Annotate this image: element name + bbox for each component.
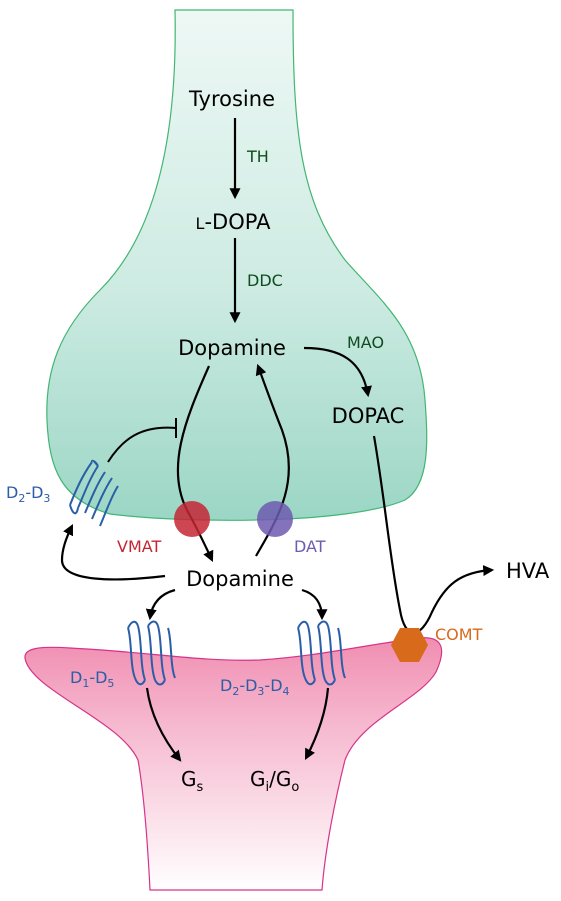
dat-transporter <box>257 501 293 537</box>
inhibition-autoreceptor <box>107 426 177 463</box>
label-autoreceptor-d2-d3: D2-D3 <box>6 483 50 505</box>
postsynaptic-terminal <box>24 637 443 891</box>
label-ddc: DDC <box>247 271 283 290</box>
label-l-dopa: L-DOPA <box>196 210 272 234</box>
label-comt: COMT <box>435 625 483 644</box>
arrow-to-gs <box>145 687 182 762</box>
label-d2-d3-d4: D2-D3-D4 <box>220 676 290 698</box>
arrow-dopac-to-hva <box>372 435 495 634</box>
arrow-dopamine-to-dopac <box>303 346 372 398</box>
receptor-d1-d5-coil <box>127 620 176 686</box>
label-dopamine-cleft: Dopamine <box>186 567 294 591</box>
label-vmat: VMAT <box>117 537 161 556</box>
arrow-to-d1d5 <box>145 588 176 621</box>
label-d1-d5: D1-D5 <box>70 668 114 690</box>
label-dat: DAT <box>294 537 326 556</box>
arrow-to-d2d3d4 <box>301 588 328 621</box>
label-mao: MAO <box>347 333 384 352</box>
arrow-to-autoreceptor <box>60 524 166 581</box>
label-gi-go: Gi/Go <box>250 767 299 795</box>
label-hva: HVA <box>506 559 550 583</box>
arrow-vmat-release <box>176 365 214 562</box>
arrow-to-gio <box>304 687 330 760</box>
vmat-transporter <box>174 501 210 537</box>
comt-enzyme-hexagon <box>391 628 428 662</box>
receptor-d2-d3-d4-coil <box>297 620 346 686</box>
label-tyrosine: Tyrosine <box>188 87 275 111</box>
autoreceptor-d2-d3 <box>69 459 119 527</box>
label-dopamine-presynaptic: Dopamine <box>178 336 286 360</box>
label-th: TH <box>246 147 269 166</box>
label-gs: Gs <box>181 767 204 795</box>
label-dopac: DOPAC <box>332 404 405 428</box>
